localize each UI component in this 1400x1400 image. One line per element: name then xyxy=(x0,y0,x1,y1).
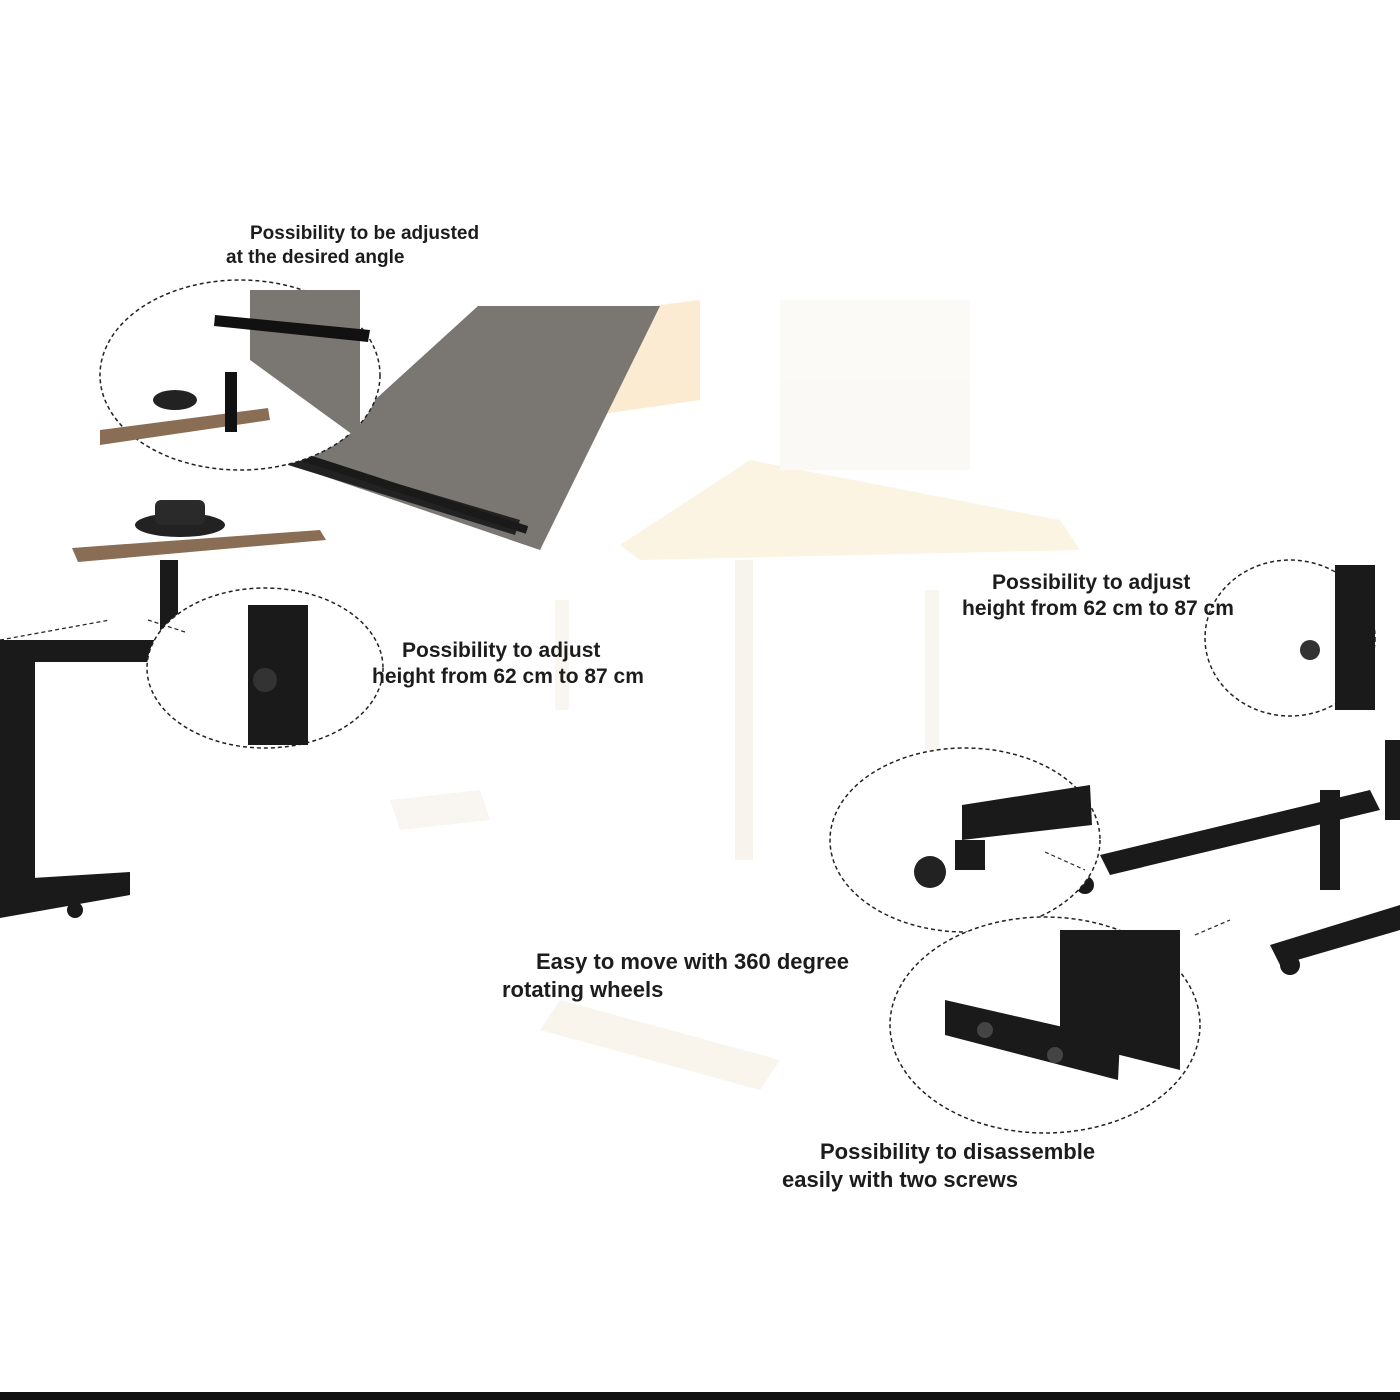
detail-circle-height-right xyxy=(1204,559,1376,717)
callout-angle-line1: Possibility to be adjusted xyxy=(250,223,480,244)
bottom-edge-strip xyxy=(0,1392,1400,1400)
callout-angle: Possibility to be adjusted at the desire… xyxy=(226,222,479,270)
detail-circle-height-left xyxy=(146,587,384,749)
callout-height-right-line2: height from 62 cm to 87 cm xyxy=(962,597,1234,621)
left-frame xyxy=(0,560,180,918)
detail-circle-disassemble xyxy=(889,916,1201,1134)
side-shelf xyxy=(72,500,326,562)
callout-wheels-line1: Easy to move with 360 degree xyxy=(536,949,850,974)
callout-height-right: Possibility to adjust height from 62 cm … xyxy=(962,570,1234,623)
callout-disassemble-line2: easily with two screws xyxy=(782,1166,1018,1192)
connector-lines xyxy=(0,619,1231,936)
detail-circle-angle xyxy=(99,279,381,471)
callout-height-left: Possibility to adjust height from 62 cm … xyxy=(372,638,644,691)
table-top xyxy=(288,306,660,550)
callout-height-left-line2: height from 62 cm to 87 cm xyxy=(372,665,644,689)
callout-wheels: Easy to move with 360 degree rotating wh… xyxy=(502,948,849,1003)
callout-height-left-line1: Possibility to adjust xyxy=(402,639,601,662)
callout-angle-line2: at the desired angle xyxy=(226,246,405,268)
callout-disassemble: Possibility to disassemble easily with t… xyxy=(782,1138,1095,1193)
callout-height-right-line1: Possibility to adjust xyxy=(992,571,1191,594)
detail-circle-wheels xyxy=(829,747,1101,933)
callout-disassemble-line1: Possibility to disassemble xyxy=(820,1139,1096,1164)
callout-wheels-line2: rotating wheels xyxy=(502,976,664,1002)
